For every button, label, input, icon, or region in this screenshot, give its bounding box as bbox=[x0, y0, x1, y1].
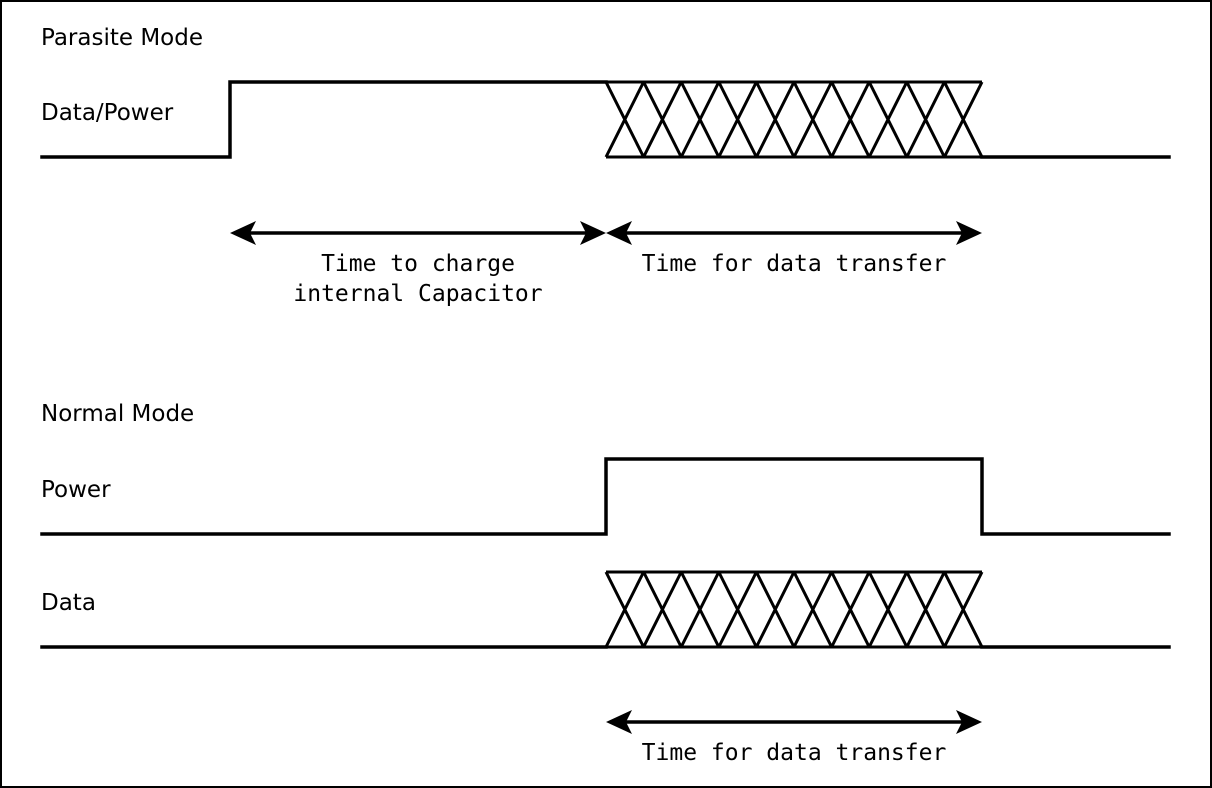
parasite-mode-heading: Parasite Mode bbox=[41, 25, 203, 51]
power-waveform bbox=[40, 457, 1171, 536]
charge-time-caption-line2: internal Capacitor bbox=[293, 281, 542, 307]
arrow-head-right bbox=[956, 221, 982, 245]
parasite-mode-section: Parasite Mode Data/Power Time to charge … bbox=[40, 25, 1171, 307]
data-signal-label: Data bbox=[41, 590, 96, 616]
power-signal-label: Power bbox=[41, 477, 111, 503]
normal-transfer-time-arrow bbox=[606, 710, 982, 734]
arrow-head-right bbox=[580, 221, 606, 245]
parasite-transfer-time-caption: Time for data transfer bbox=[642, 251, 947, 277]
charge-time-arrow bbox=[230, 221, 606, 245]
data-data-burst bbox=[604, 570, 984, 649]
normal-mode-section: Normal Mode Power Data Time for data tra… bbox=[40, 401, 1171, 766]
arrow-head-right bbox=[956, 710, 982, 734]
data-power-data-burst bbox=[604, 80, 984, 159]
data-power-waveform bbox=[40, 80, 608, 159]
normal-mode-heading: Normal Mode bbox=[41, 401, 194, 427]
arrow-head-left bbox=[606, 710, 632, 734]
charge-time-caption-line1: Time to charge bbox=[321, 251, 515, 277]
data-burst-crossings bbox=[604, 570, 984, 649]
arrow-head-left bbox=[230, 221, 256, 245]
arrow-head-left bbox=[606, 221, 632, 245]
parasite-transfer-time-arrow bbox=[606, 221, 982, 245]
data-burst-crossings bbox=[604, 80, 984, 159]
data-power-signal-label: Data/Power bbox=[41, 100, 174, 126]
normal-transfer-time-caption: Time for data transfer bbox=[642, 740, 947, 766]
